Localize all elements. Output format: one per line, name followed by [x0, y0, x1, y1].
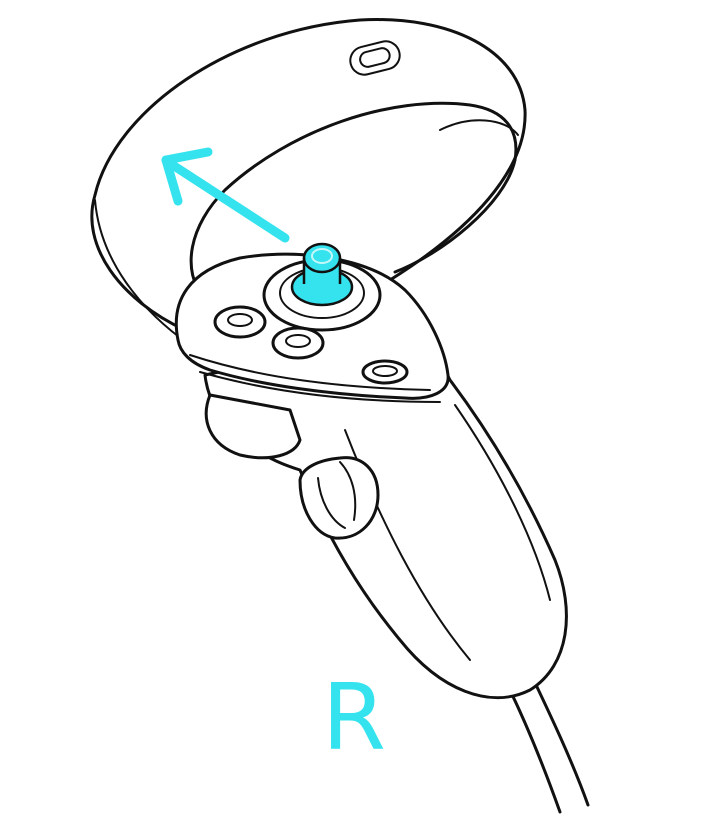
- oculus-button: [361, 359, 409, 385]
- hand-label: R: [322, 664, 386, 771]
- button-b: [213, 305, 267, 339]
- thumbstick-highlight: [290, 242, 354, 307]
- menu-button: [349, 40, 401, 76]
- button-a: [271, 326, 325, 360]
- trigger: [204, 393, 302, 460]
- direction-arrow-icon: [161, 147, 290, 243]
- tracking-ring: [90, 18, 527, 346]
- grip-button: [298, 456, 380, 540]
